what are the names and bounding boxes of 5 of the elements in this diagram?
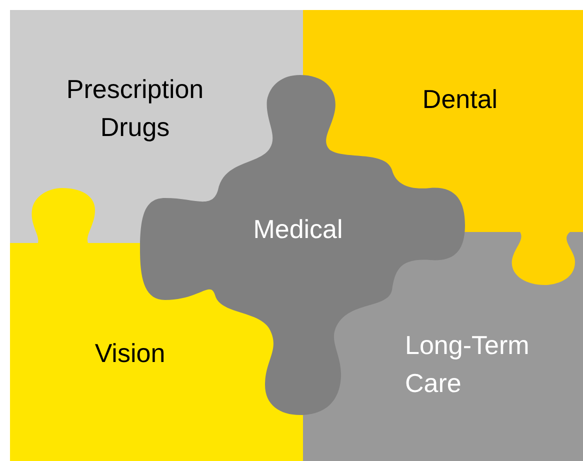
piece-label: Medical — [252, 213, 344, 246]
piece-label: Prescription Drugs — [65, 73, 205, 144]
piece-label: Vision — [94, 337, 166, 370]
piece-label: Long-Term Care — [405, 329, 530, 400]
piece-label: Dental — [421, 83, 499, 116]
